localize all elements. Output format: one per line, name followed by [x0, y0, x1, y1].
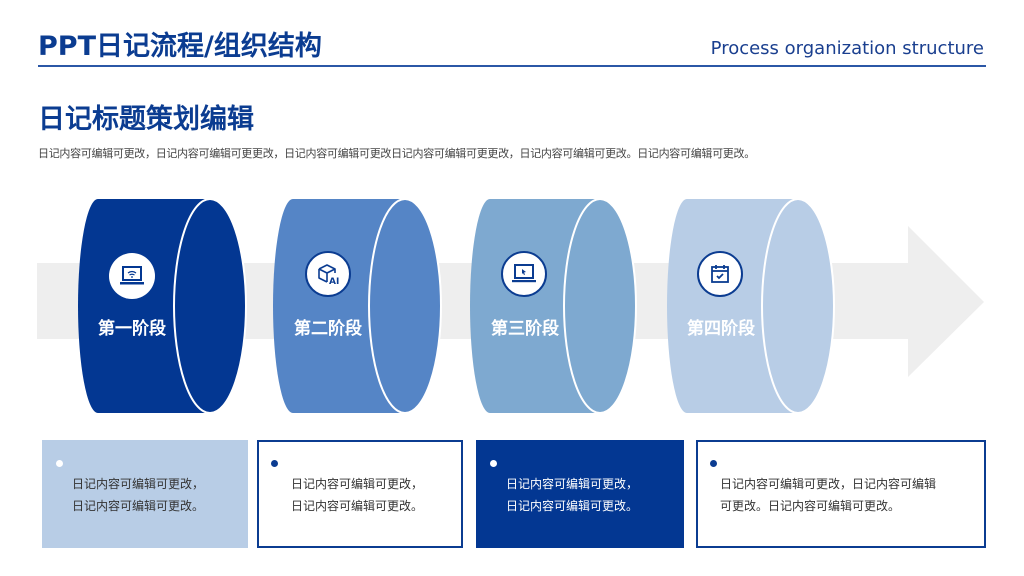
bullet-dot — [710, 460, 717, 467]
stage-4-card: 日记内容可编辑可更改，日记内容可编辑 可更改。日记内容可编辑可更改。 — [696, 440, 986, 548]
stage-1-card: 日记内容可编辑可更改， 日记内容可编辑可更改。 — [42, 440, 248, 548]
card-text-line: 日记内容可编辑可更改，日记内容可编辑 — [720, 477, 937, 491]
card-text-line: 日记内容可编辑可更改。 — [291, 499, 424, 513]
page-title: PPT日记流程/组织结构 — [38, 31, 322, 62]
stage-1-cylinder — [78, 198, 247, 414]
card-text-line: 日记内容可编辑可更改， — [72, 477, 205, 491]
bullet-dot — [271, 460, 278, 467]
card-text-line: 日记内容可编辑可更改。 — [506, 499, 639, 513]
stage-4-label: 第四阶段 — [687, 319, 755, 339]
section-description: 日记内容可编辑可更改，日记内容可编辑可更更改，日记内容可编辑可更改日记内容可编辑… — [38, 147, 755, 160]
bullet-dot — [490, 460, 497, 467]
card-text-line: 可更改。日记内容可编辑可更改。 — [720, 499, 901, 513]
card-text-line: 日记内容可编辑可更改， — [291, 477, 424, 491]
stage-3-card: 日记内容可编辑可更改， 日记内容可编辑可更改。 — [476, 440, 684, 548]
stage-4-cylinder — [667, 198, 835, 414]
header-divider — [38, 65, 986, 67]
laptop-wifi-icon — [109, 253, 155, 299]
stage-1-label: 第一阶段 — [98, 319, 166, 339]
laptop-cursor-icon — [501, 251, 547, 297]
stage-2-cylinder — [273, 198, 442, 414]
card-text-line: 日记内容可编辑可更改。 — [72, 499, 205, 513]
stage-3-cylinder — [470, 198, 637, 414]
page-subtitle-en: Process organization structure — [710, 38, 984, 59]
stage-3-label: 第三阶段 — [491, 319, 559, 339]
calendar-check-icon — [697, 251, 743, 297]
section-title: 日记标题策划编辑 — [38, 104, 254, 135]
card-text-line: 日记内容可编辑可更改， — [506, 477, 639, 491]
bullet-dot — [56, 460, 63, 467]
stage-2-label: 第二阶段 — [294, 319, 362, 339]
ai-cube-icon: AI — [305, 251, 351, 297]
stage-2-card: 日记内容可编辑可更改， 日记内容可编辑可更改。 — [257, 440, 463, 548]
svg-text:AI: AI — [329, 277, 339, 287]
